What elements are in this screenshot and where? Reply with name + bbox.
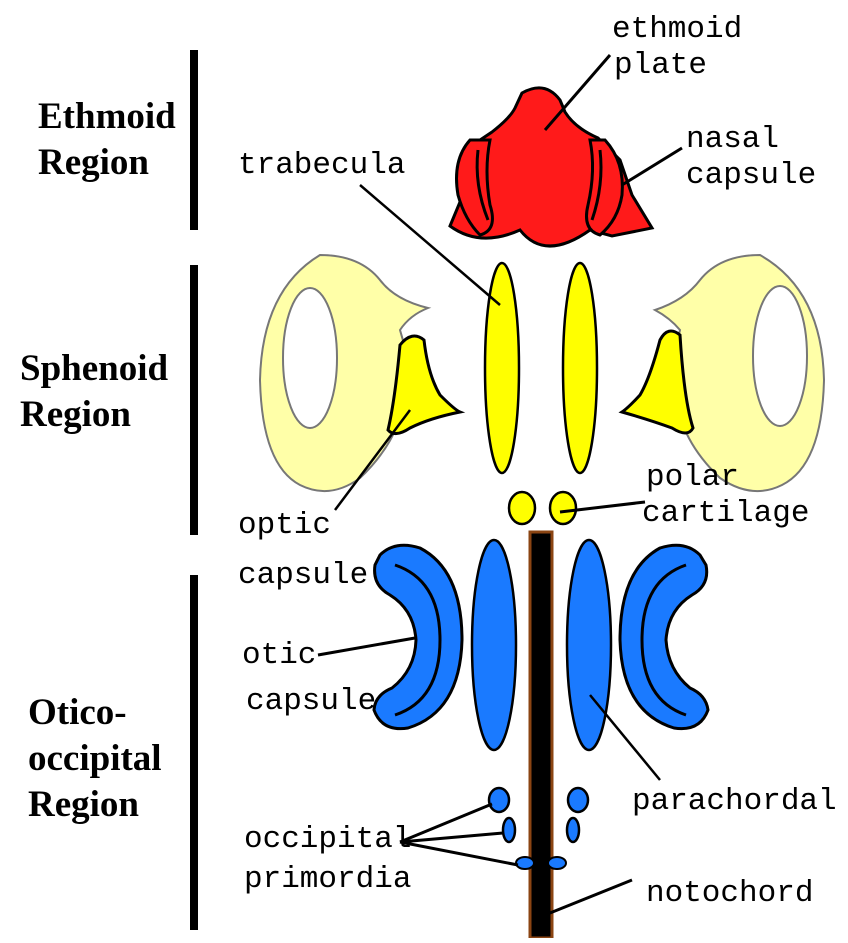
polar-cartilage-line-1: polar [642, 460, 809, 496]
otic-capsule-label: otic capsule [242, 638, 376, 720]
sphenoid-region-label: Sphenoid Region [20, 346, 168, 438]
polar-cartilage-line-2: cartilage [642, 496, 809, 532]
trabecula-right [563, 263, 597, 473]
ethmoid-plate-label: ethmoid plate [612, 12, 742, 84]
leader-notochord [545, 880, 632, 915]
otic-capsule-line-1: otic [242, 638, 376, 674]
trabecula-label: trabecula [238, 148, 405, 184]
optic-capsule-right-hole [753, 286, 807, 426]
trabecula-left [485, 263, 519, 473]
occipital-primordium-1 [489, 788, 509, 812]
polar-cartilage-left [509, 492, 535, 524]
leader-occipital-3 [400, 842, 518, 865]
ethmoid-region-label: Ethmoid Region [38, 94, 176, 186]
otico-occipital-region-bar [190, 575, 198, 930]
occipital-primordia-line-1: occipital [244, 822, 411, 858]
ethmoid-region-line-1: Ethmoid [38, 94, 176, 140]
optic-capsule-left-hole [283, 288, 337, 428]
occipital-primordia-line-2: primordia [244, 862, 411, 898]
ethmoid-plate-line-2: plate [612, 48, 742, 84]
optic-capsule-line-2: capsule [238, 558, 368, 594]
sphenoid-region-bar [190, 265, 198, 535]
optic-capsule-label: optic capsule [238, 508, 368, 594]
nasal-capsule-line-2: capsule [686, 158, 816, 194]
otico-region-line-2: occipital [28, 736, 162, 782]
orbital-cartilage-left [388, 336, 460, 434]
trabecula-text: trabecula [238, 148, 405, 183]
ethmoid-region-bar [190, 50, 198, 230]
ethmoid-plate-line-1: ethmoid [612, 12, 742, 48]
notochord-label: notochord [646, 876, 813, 912]
ethmoid-region-line-2: Region [38, 140, 176, 186]
parachordal-right [567, 540, 611, 750]
parachordal-left [472, 540, 516, 750]
optic-capsule-line-1: optic [238, 508, 368, 544]
polar-cartilage-right [550, 492, 576, 524]
notochord-shape [530, 532, 552, 938]
occipital-primordia-label: occipital primordia [244, 822, 411, 898]
polar-cartilage-label: polar cartilage [642, 460, 809, 532]
occipital-primordium-6 [548, 857, 566, 869]
occipital-primordium-4 [567, 818, 579, 842]
occipital-primordium-2 [568, 788, 588, 812]
parachordal-text: parachordal [632, 784, 837, 819]
notochord-text: notochord [646, 876, 813, 911]
sphenoid-region-line-1: Sphenoid [20, 346, 168, 392]
occipital-primordium-5 [516, 857, 534, 869]
nasal-capsule-line-1: nasal [686, 122, 816, 158]
otico-region-line-3: Region [28, 782, 162, 828]
otico-occipital-region-label: Otico- occipital Region [28, 690, 162, 828]
otico-region-line-1: Otico- [28, 690, 162, 736]
otic-capsule-line-2: capsule [246, 684, 376, 720]
nasal-capsule-label: nasal capsule [686, 122, 816, 194]
occipital-primordium-3 [503, 818, 515, 842]
parachordal-label: parachordal [632, 784, 837, 820]
leader-nasal-capsule [622, 148, 682, 185]
sphenoid-region-line-2: Region [20, 392, 168, 438]
